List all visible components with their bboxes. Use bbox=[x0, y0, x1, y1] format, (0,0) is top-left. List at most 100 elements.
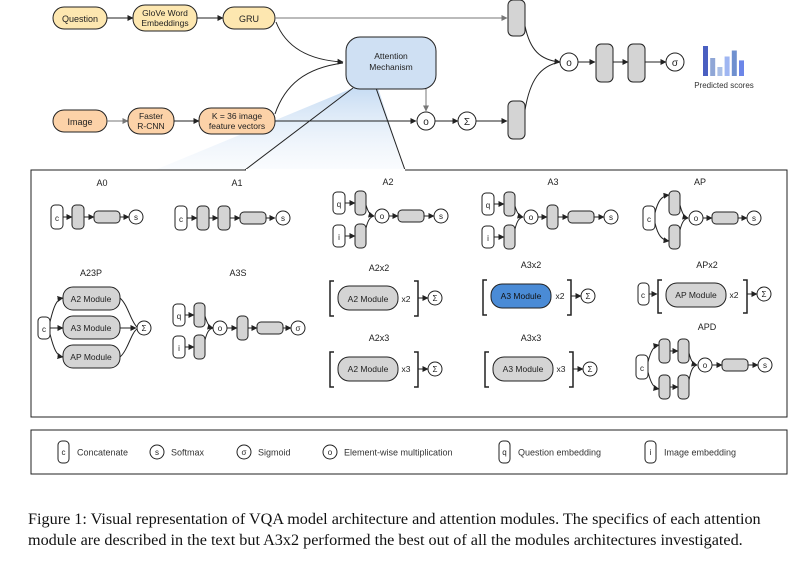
legend-symbol: i bbox=[650, 448, 652, 457]
module-a2x2: A2x2 A2 Module x2 Σ bbox=[329, 263, 443, 317]
legend-symbol-icon bbox=[57, 440, 70, 464]
module-a2x3-title: A2x3 bbox=[369, 333, 390, 343]
image-branch: Image Faster R-CNN K = 36 image feature … bbox=[52, 62, 417, 135]
svg-text:x3: x3 bbox=[557, 364, 566, 374]
module-a23p: A23P c A2 Module A3 Module AP Module Σ bbox=[37, 268, 152, 369]
svg-text:x3: x3 bbox=[402, 364, 411, 374]
svg-text:Σ: Σ bbox=[433, 365, 438, 374]
attention-label-2: Mechanism bbox=[369, 62, 412, 72]
svg-text:q: q bbox=[177, 312, 181, 321]
classifier-layer-2 bbox=[627, 43, 646, 83]
legend-symbol: c bbox=[62, 448, 66, 457]
legend-symbol-icon bbox=[322, 444, 338, 460]
svg-text:c: c bbox=[647, 215, 651, 224]
attention-node bbox=[345, 36, 437, 90]
svg-text:o: o bbox=[703, 361, 708, 370]
svg-text:A3 Module: A3 Module bbox=[501, 291, 542, 301]
legend-label: Sigmoid bbox=[258, 448, 291, 458]
legend-symbol-icon bbox=[644, 440, 657, 464]
modules-panel-mask-left bbox=[246, 169, 406, 171]
legend-symbol-icon bbox=[236, 444, 252, 460]
module-a3-title: A3 bbox=[547, 177, 558, 187]
svg-text:A2 Module: A2 Module bbox=[348, 294, 389, 304]
module-a0-title: A0 bbox=[96, 178, 107, 188]
module-a3s-title: A3S bbox=[229, 268, 246, 278]
svg-text:c: c bbox=[641, 291, 645, 300]
svg-text:s: s bbox=[439, 212, 443, 221]
module-a2: A2 q i o s bbox=[332, 177, 449, 249]
legend-symbol-icon bbox=[149, 444, 165, 460]
svg-text:s: s bbox=[609, 213, 613, 222]
module-a2-title: A2 bbox=[382, 177, 393, 187]
gru-label: GRU bbox=[239, 14, 259, 24]
features-label-2: feature vectors bbox=[209, 121, 265, 131]
svg-text:A3 Module: A3 Module bbox=[71, 323, 112, 333]
faster-rcnn-label-2: R-CNN bbox=[137, 121, 164, 131]
module-a3s: A3S q i o σ bbox=[172, 268, 306, 360]
svg-text:s: s bbox=[281, 214, 285, 223]
svg-text:c: c bbox=[55, 214, 59, 223]
module-a2x2-title: A2x2 bbox=[369, 263, 390, 273]
svg-text:Σ: Σ bbox=[433, 294, 438, 303]
image-fc-layer bbox=[507, 100, 526, 140]
svg-text:o: o bbox=[529, 213, 534, 222]
svg-text:AP Module: AP Module bbox=[675, 290, 717, 300]
legend-label: Question embedding bbox=[518, 448, 601, 458]
svg-text:Σ: Σ bbox=[762, 290, 767, 299]
module-a1: A1 c s bbox=[174, 178, 291, 231]
question-fc-layer bbox=[507, 0, 526, 37]
legend-box bbox=[30, 429, 788, 475]
svg-text:c: c bbox=[640, 364, 644, 373]
svg-text:x2: x2 bbox=[402, 294, 411, 304]
glove-label-2: Embeddings bbox=[141, 18, 188, 28]
question-label: Question bbox=[62, 14, 98, 24]
sigmoid-op-label: σ bbox=[672, 58, 679, 69]
legend-symbol: o bbox=[328, 448, 333, 457]
legend-label: Concatenate bbox=[77, 448, 128, 458]
svg-text:i: i bbox=[487, 234, 489, 243]
module-apd-title: APD bbox=[698, 322, 717, 332]
svg-text:A2 Module: A2 Module bbox=[71, 294, 112, 304]
score-bar bbox=[717, 67, 723, 76]
final-mult-label: o bbox=[566, 58, 572, 69]
module-a3x3-title: A3x3 bbox=[521, 333, 542, 343]
svg-text:c: c bbox=[179, 215, 183, 224]
svg-text:AP Module: AP Module bbox=[70, 352, 112, 362]
svg-text:i: i bbox=[338, 233, 340, 242]
score-bar bbox=[731, 50, 737, 76]
svg-text:o: o bbox=[694, 214, 699, 223]
module-apx2-title: APx2 bbox=[696, 260, 718, 270]
fusion-path: o Σ o σ bbox=[416, 0, 685, 140]
sigmoid-op-node bbox=[665, 52, 685, 72]
score-bar bbox=[724, 56, 730, 76]
module-apx2: APx2 c AP Module x2 Σ bbox=[637, 260, 772, 314]
svg-text:q: q bbox=[486, 201, 490, 210]
attention-label-1: Attention bbox=[374, 51, 408, 61]
legend-label: Softmax bbox=[171, 448, 205, 458]
module-a23p-title: A23P bbox=[80, 268, 102, 278]
classifier-layer-1 bbox=[595, 43, 614, 83]
svg-text:s: s bbox=[763, 361, 767, 370]
zoom-beam bbox=[155, 88, 405, 170]
module-ap: AP c o s bbox=[642, 177, 762, 250]
faster-rcnn-label-1: Faster bbox=[139, 111, 163, 121]
svg-text:Σ: Σ bbox=[142, 324, 147, 333]
sum-op-label: Σ bbox=[464, 117, 470, 128]
mult-op-label: o bbox=[423, 117, 429, 128]
module-a0: A0 c s bbox=[50, 178, 144, 230]
score-bar bbox=[703, 46, 708, 76]
svg-text:Σ: Σ bbox=[586, 292, 591, 301]
module-a1-title: A1 bbox=[231, 178, 242, 188]
svg-text:o: o bbox=[218, 324, 223, 333]
legend-item: c Concatenate bbox=[57, 440, 128, 464]
legend-label: Element-wise multiplication bbox=[344, 448, 453, 458]
glove-label-1: GloVe Word bbox=[142, 8, 188, 18]
svg-text:A3 Module: A3 Module bbox=[503, 364, 544, 374]
module-apd: APD c o s bbox=[635, 322, 773, 400]
module-ap-title: AP bbox=[694, 177, 706, 187]
predicted-scores-label: Predicted scores bbox=[694, 81, 754, 90]
